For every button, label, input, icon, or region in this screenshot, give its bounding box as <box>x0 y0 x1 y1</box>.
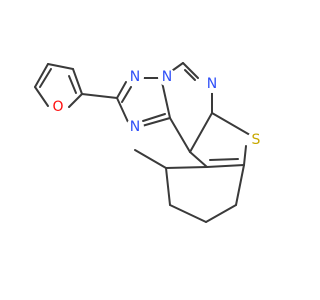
bond <box>169 117 191 153</box>
atom-N3: N <box>158 68 176 86</box>
bonds-group <box>34 62 251 223</box>
bond <box>47 63 74 70</box>
bond <box>141 117 171 127</box>
bond <box>206 164 245 168</box>
bond <box>165 167 171 206</box>
bond <box>165 166 208 169</box>
bond <box>39 68 52 88</box>
bond <box>142 113 166 122</box>
bond <box>121 86 132 103</box>
bond <box>169 204 207 223</box>
molecule-svg: O N N N N S <box>34 62 265 223</box>
atom-label: O <box>52 99 63 115</box>
atom-label: N <box>130 119 140 135</box>
atom-O1: O <box>49 98 67 116</box>
bond <box>243 145 247 166</box>
bond <box>184 69 196 81</box>
bond <box>81 93 118 99</box>
bond <box>34 86 49 107</box>
atom-label: S <box>252 132 261 148</box>
bond <box>72 68 83 95</box>
atom-label: N <box>162 69 172 85</box>
atom-N4: N <box>203 75 221 93</box>
atom-label: N <box>130 69 140 85</box>
bond <box>211 112 251 136</box>
bond <box>209 158 239 161</box>
atom-N2: N <box>126 118 144 136</box>
bond <box>134 149 167 169</box>
atom-label: N <box>207 76 217 92</box>
bond <box>116 81 127 99</box>
bond <box>34 63 49 88</box>
atom-N1: N <box>126 68 144 86</box>
bond <box>205 204 237 223</box>
bond <box>161 81 171 119</box>
bond <box>116 97 129 123</box>
atom-S1: S <box>247 131 265 149</box>
bond <box>189 112 213 153</box>
bond <box>68 93 83 108</box>
molecule-structure-diagram: O N N N N S <box>34 62 265 223</box>
bond <box>182 62 199 79</box>
bond <box>189 151 208 168</box>
bond <box>68 75 77 94</box>
bond <box>235 164 245 206</box>
atoms-group: O N N N N S <box>49 68 265 149</box>
